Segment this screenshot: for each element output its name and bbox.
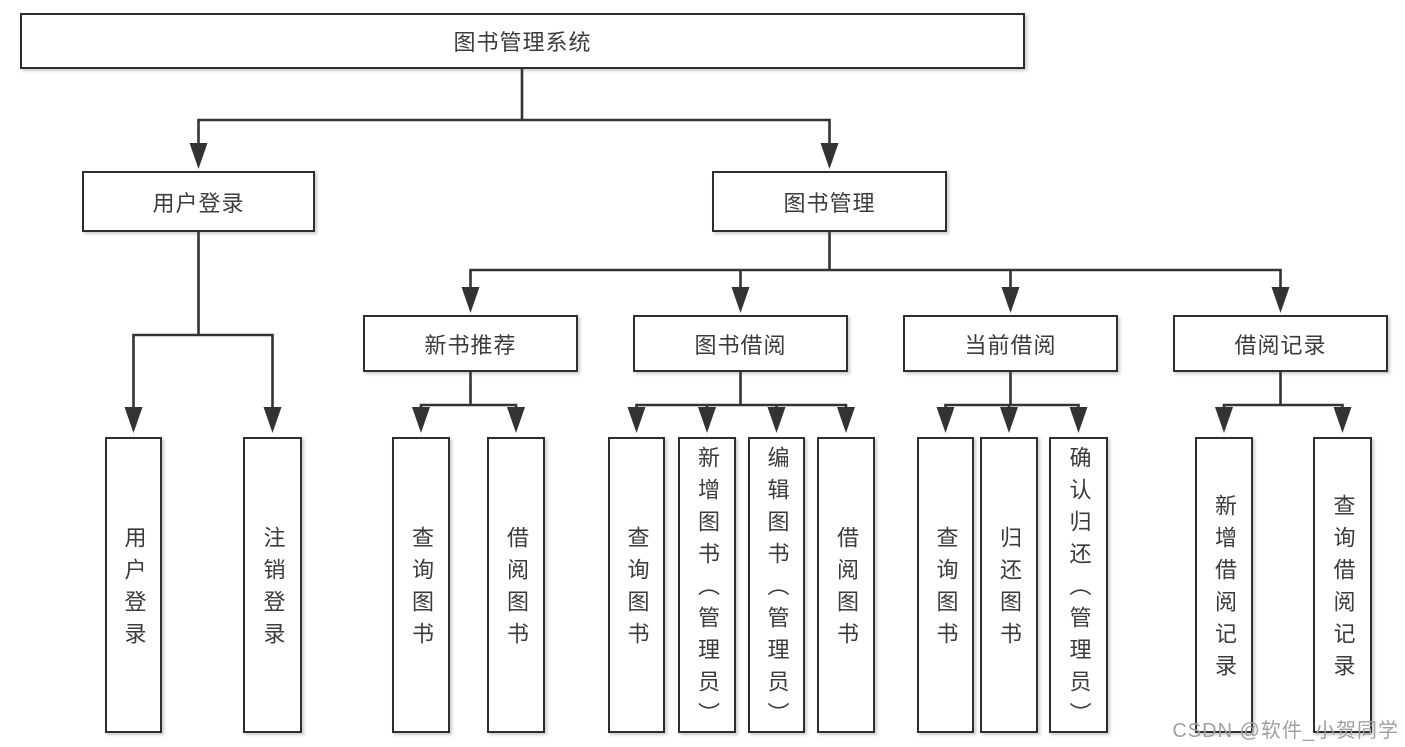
arrowhead — [820, 143, 839, 169]
node-label: 当前借阅 — [964, 332, 1057, 358]
arrowhead — [1271, 287, 1290, 313]
leaf-add-borrow-record: 新增借阅记录 — [1195, 437, 1253, 733]
node-book-management: 图书管理 — [712, 171, 947, 232]
connector-borrow-records-rail — [1222, 403, 1344, 410]
node-borrow-records: 借阅记录 — [1173, 315, 1388, 372]
leaf-label: 新增借阅记录 — [1212, 494, 1237, 686]
node-label: 新书推荐 — [424, 332, 517, 358]
arrowhead — [731, 287, 750, 313]
leaf-edit-book-admin: 编辑图书（管理员） — [748, 437, 805, 734]
leaf-label: 查询借阅记录 — [1330, 494, 1356, 686]
connector-level3-rail — [469, 268, 1282, 290]
leaf-borrow-books-recommend: 借阅图书 — [487, 437, 545, 733]
node-new-book-recommend: 新书推荐 — [363, 315, 578, 372]
leaf-label: 查询图书 — [933, 526, 959, 654]
arrowhead — [412, 407, 430, 433]
leaf-label: 借阅图书 — [504, 526, 529, 654]
connector-new-book-rail — [419, 403, 518, 410]
node-label: 借阅记录 — [1234, 332, 1327, 358]
arrowhead — [1000, 407, 1018, 433]
arrowhead — [1215, 407, 1233, 433]
leaf-label: 归还图书 — [997, 526, 1022, 654]
leaf-query-books-current: 查询图书 — [917, 437, 974, 733]
leaf-query-books-borrowing: 查询图书 — [608, 437, 665, 733]
leaf-label: 用户登录 — [121, 526, 147, 654]
leaf-label: 查询图书 — [409, 526, 434, 654]
node-current-borrowing: 当前借阅 — [903, 315, 1118, 372]
leaf-query-borrow-record: 查询借阅记录 — [1313, 437, 1372, 733]
arrowhead — [461, 287, 480, 313]
leaf-label: 借阅图书 — [834, 526, 859, 654]
leaf-label: 注销登录 — [260, 526, 286, 654]
arrowhead — [124, 407, 143, 433]
leaf-user-login: 用户登录 — [105, 437, 162, 733]
arrowhead — [767, 407, 786, 433]
leaf-label: 新增图书（管理员） — [695, 446, 720, 734]
leaf-return-book: 归还图书 — [980, 437, 1038, 733]
arrowhead — [1069, 407, 1088, 433]
node-label: 用户登录 — [152, 190, 245, 216]
connector-level2-rail — [197, 118, 831, 146]
node-label: 图书借阅 — [694, 332, 787, 358]
connector-user-login-rail — [132, 333, 274, 410]
leaf-logout: 注销登录 — [243, 437, 302, 733]
leaf-confirm-return-admin: 确认归还（管理员） — [1049, 437, 1108, 734]
csdn-watermark: CSDN @软件_小贺同学 — [1172, 720, 1399, 742]
node-user-login: 用户登录 — [82, 171, 315, 232]
arrowhead — [1001, 287, 1020, 313]
arrowhead — [936, 407, 955, 433]
node-label: 图书管理系统 — [453, 30, 592, 55]
arrowhead — [507, 407, 525, 433]
node-label: 图书管理 — [783, 190, 876, 216]
leaf-query-books-recommend: 查询图书 — [392, 437, 450, 733]
connector-book-borrowing-rail — [635, 403, 848, 410]
node-library-management-system: 图书管理系统 — [20, 13, 1025, 69]
arrowhead — [698, 407, 716, 433]
arrowhead — [1333, 407, 1352, 433]
arrowhead — [263, 407, 282, 433]
leaf-add-book-admin: 新增图书（管理员） — [678, 437, 736, 734]
leaf-label: 确认归还（管理员） — [1066, 446, 1092, 734]
node-book-borrowing: 图书借阅 — [633, 315, 848, 372]
leaf-borrow-books: 借阅图书 — [817, 437, 875, 733]
arrowhead — [837, 407, 855, 433]
leaf-label: 查询图书 — [624, 526, 650, 654]
arrowhead — [627, 407, 646, 433]
arrowhead — [189, 143, 208, 169]
leaf-label: 编辑图书（管理员） — [764, 446, 790, 734]
